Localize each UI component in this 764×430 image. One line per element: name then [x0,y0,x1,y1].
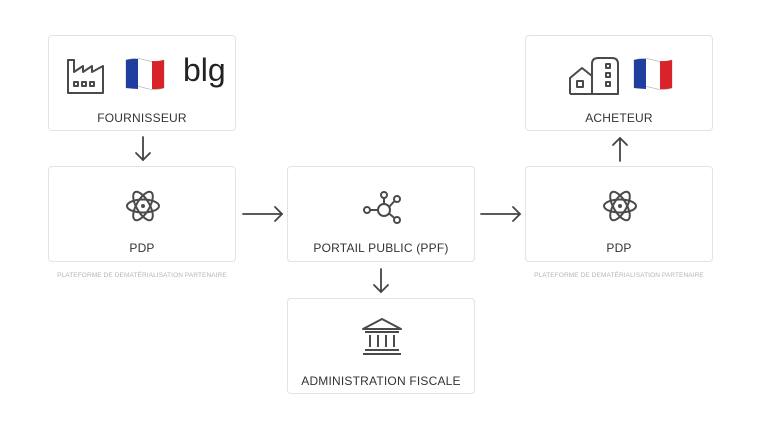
ppf-label: PORTAIL PUBLIC (PPF) [313,241,449,255]
arrow-down-icon [134,136,152,162]
fournisseur-label: FOURNISSEUR [97,111,187,125]
pdp-right-label: PDP [606,241,632,255]
france-flag-icon [632,56,674,94]
buildings-icon [568,56,620,98]
arrow-right-icon [242,205,284,223]
network-hub-icon [362,191,402,225]
ppf-node: PORTAIL PUBLIC (PPF) [287,166,475,262]
administration-label: ADMINISTRATION FISCALE [301,374,461,388]
factory-icon [65,56,107,96]
atom-icon [602,187,638,225]
arrow-down-icon [372,268,390,294]
arrow-up-icon [611,136,629,162]
government-building-icon [361,317,403,357]
pdp-left-label: PDP [129,241,155,255]
pdp-right-caption: PLATEFORME DE DEMATÉRIALISATION PARTENAI… [534,272,704,279]
pdp-left-caption: PLATEFORME DE DEMATÉRIALISATION PARTENAI… [57,272,227,279]
france-flag-icon [124,56,166,94]
pdp-left-node: PDP [48,166,236,262]
fournisseur-node: blg FOURNISSEUR [48,35,236,131]
acheteur-node: ACHETEUR [525,35,713,131]
administration-node: ADMINISTRATION FISCALE [287,298,475,394]
brand-logo-text: blg [183,52,226,88]
pdp-right-node: PDP [525,166,713,262]
acheteur-label: ACHETEUR [585,111,653,125]
arrow-right-icon [480,205,522,223]
atom-icon [125,187,161,225]
